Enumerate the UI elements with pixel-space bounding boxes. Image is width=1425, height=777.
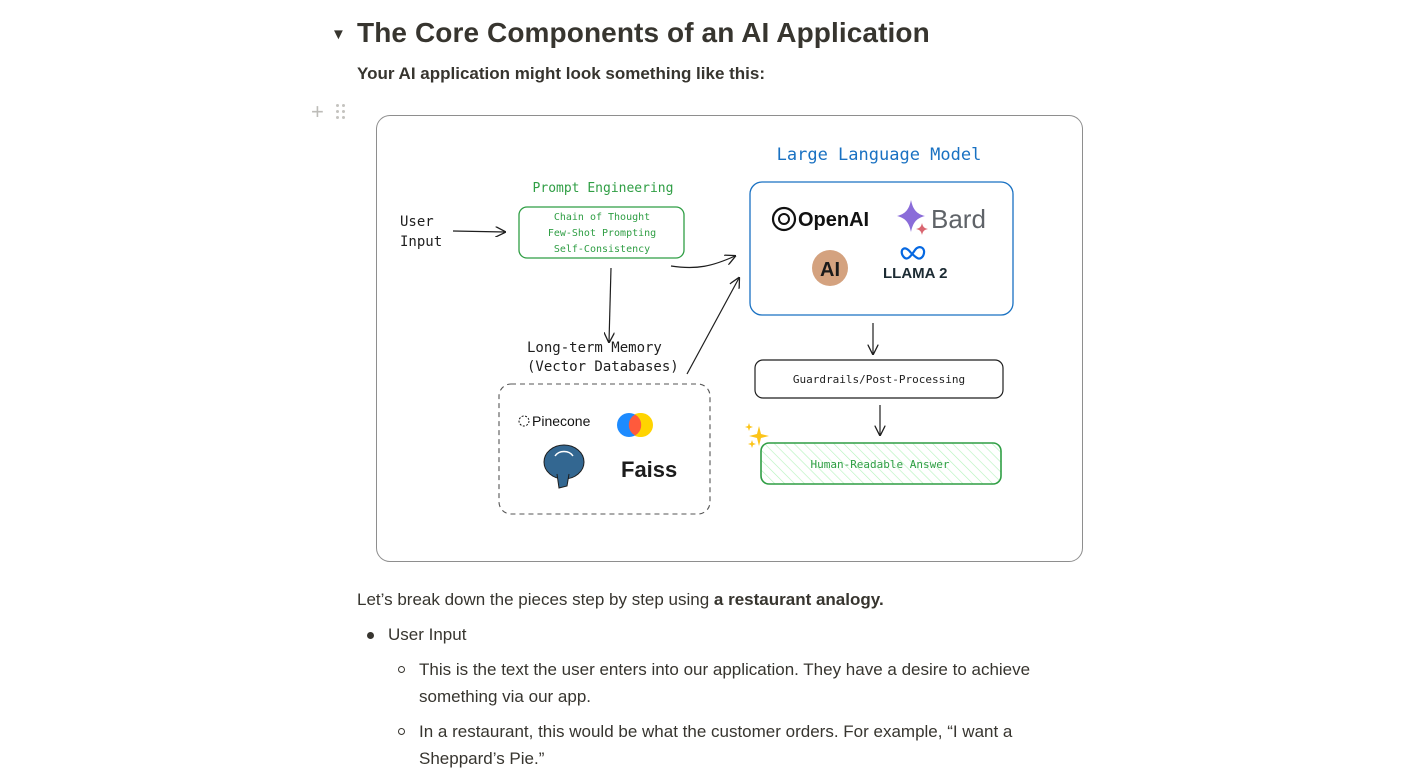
- memory-title-line2: (Vector Databases): [527, 359, 679, 375]
- anthropic-logo: AI: [812, 250, 848, 286]
- openai-logo: OpenAI: [771, 206, 869, 232]
- drag-handle-icon[interactable]: [336, 104, 348, 122]
- openai-label: OpenAI: [798, 209, 869, 231]
- add-block-icon[interactable]: +: [311, 99, 324, 124]
- arrow-input-to-prompt: [452, 231, 505, 232]
- sub-list-item-line: In a restaurant, this would be what the …: [419, 722, 1013, 741]
- diagram-image: User Input Prompt Engineering Chain of T…: [376, 115, 1083, 562]
- sparkles-icon: [745, 423, 769, 448]
- section-heading: The Core Components of an AI Application: [357, 17, 930, 48]
- arrow-prompt-to-llm: [670, 256, 735, 269]
- bard-logo: Bard: [897, 200, 986, 235]
- guardrails-label: Guardrails/Post-Processing: [793, 373, 965, 386]
- memory-box: [498, 383, 711, 515]
- llm-title: Large Language Model: [777, 145, 982, 165]
- architecture-diagram: User Input Prompt Engineering Chain of T…: [400, 145, 1014, 515]
- sub-bullet-icon: [398, 666, 405, 673]
- technique-item: Few-Shot Prompting: [548, 228, 656, 239]
- answer-label: Human-Readable Answer: [810, 458, 949, 471]
- user-input-label-line1: User: [400, 214, 434, 230]
- llama-label: LLAMA 2: [883, 265, 947, 282]
- intro-bold: a restaurant analogy.: [713, 590, 884, 609]
- pinecone-label: Pinecone: [532, 413, 591, 429]
- llm-box: [749, 181, 1014, 316]
- anthropic-label: AI: [820, 259, 840, 281]
- prompt-engineering-title: Prompt Engineering: [533, 181, 674, 196]
- answer-box: [760, 442, 1002, 485]
- bullet-icon: [367, 632, 374, 639]
- arrow-prompt-to-memory: [609, 267, 611, 342]
- guardrails-box: [754, 359, 1004, 399]
- prompt-engineering-box: [518, 206, 685, 259]
- user-input-label-line2: Input: [400, 234, 442, 250]
- pinecone-logo: Pinecone: [518, 413, 591, 429]
- chroma-logo: [617, 413, 653, 437]
- technique-item: Chain of Thought: [554, 212, 650, 223]
- sub-list-item-line: This is the text the user enters into ou…: [419, 660, 1031, 679]
- memory-title-line1: Long-term Memory: [527, 340, 662, 356]
- intro-text: Let’s break down the pieces step by step…: [357, 590, 714, 609]
- toggle-triangle-icon[interactable]: ▼: [331, 26, 346, 43]
- list-item-user-input: User Input: [388, 625, 467, 644]
- postgres-logo: [543, 444, 585, 489]
- intro-paragraph: Let’s break down the pieces step by step…: [357, 590, 884, 610]
- faiss-label: Faiss: [621, 457, 677, 482]
- technique-item: Self-Consistency: [554, 244, 650, 255]
- sub-list-item-line: something via our app.: [419, 687, 591, 706]
- arrow-memory-to-llm: [686, 278, 739, 375]
- llama2-logo: LLAMA 2: [883, 246, 947, 282]
- sub-bullet-icon: [398, 728, 405, 735]
- section-subtitle: Your AI application might look something…: [357, 64, 766, 83]
- sub-list-item-line: Sheppard’s Pie.”: [419, 749, 545, 768]
- bard-label: Bard: [931, 204, 986, 234]
